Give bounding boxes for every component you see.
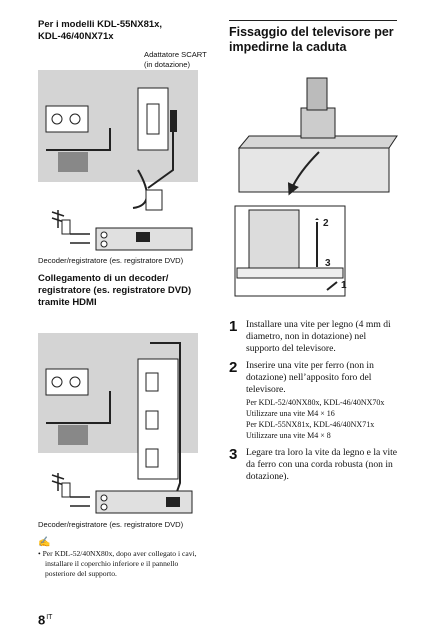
step-3-line: da ferro con una corda robusta (non in — [246, 459, 393, 471]
anti-tip-title-line2: impedirne la caduta — [229, 40, 347, 54]
scart-connection-illustration — [38, 70, 198, 254]
dvd-rf-cables-hdmi — [70, 496, 90, 507]
wall-outlet-icon — [61, 219, 71, 235]
scart-adapter — [170, 110, 177, 132]
page-number: 8IT — [38, 611, 52, 627]
anti-tip-title-line1: Fissaggio del televisore per — [229, 25, 394, 39]
hdmi-port-2 — [145, 410, 159, 430]
bullet-dot: • — [38, 549, 43, 558]
metal-screw — [315, 218, 319, 220]
callout-1: 1 — [341, 280, 347, 291]
step-2-line: televisore. — [246, 384, 286, 396]
hdmi-heading-line1: Collegamento di un decoder/ — [38, 273, 169, 284]
step-2-sub-line: Per KDL-52/40NX80x, KDL-46/40NX70x — [246, 397, 385, 407]
tv-neck — [306, 77, 328, 111]
dvd-jack-in — [100, 231, 108, 239]
hdmi-heading-line3: tramite HDMI — [38, 297, 97, 308]
note-icon: ✍ — [38, 537, 51, 548]
wood-screw — [326, 281, 338, 291]
hdmi-heading-line2: registratore (es. registratore DVD) — [38, 285, 192, 296]
scart-port — [146, 103, 160, 135]
hdmi-connection-illustration — [38, 333, 198, 517]
scart-cable — [147, 132, 174, 189]
step-2-text: Inserire una vite per ferro (non in dota… — [246, 360, 406, 441]
scart-heading-line2: KDL-46/40NX71x — [38, 31, 114, 42]
note-line3: posteriore del supporto. — [45, 568, 117, 578]
step-3-line: dotazione). — [246, 471, 289, 483]
antenna-jack-2 — [69, 113, 81, 125]
hdmi-port-3 — [145, 448, 159, 468]
scart-device-caption: Decoder/registratore (es. registratore D… — [38, 256, 184, 265]
hdmi-heading: Collegamento di un decoder/ registratore… — [38, 273, 191, 309]
anti-tip-title: Fissaggio del televisore per impedirne l… — [229, 25, 394, 55]
step-1-line: diametro, non in dotazione) nel — [246, 331, 367, 343]
step-3-line: Legare tra loro la vite da legno e la vi… — [246, 447, 398, 458]
step-2-line: Inserire una vite per ferro (non in — [246, 360, 374, 371]
page-number-value: 8 — [38, 612, 46, 628]
step-1-text: Installare una vite per legno (4 mm di d… — [246, 319, 406, 356]
step-2-line: dotazione) nell’apposito foro del — [246, 372, 372, 384]
callout-2: 2 — [323, 218, 329, 229]
scart-plug — [145, 189, 163, 211]
detail-tv-base — [248, 209, 300, 271]
tv-stand-body — [238, 147, 390, 193]
dvd-jack-out — [100, 240, 108, 248]
scart-diagram-svg — [38, 70, 198, 251]
note-bullet: • Per KDL-52/40NX80x, dopo aver collegat… — [38, 549, 208, 578]
scart-adapter-label: Adattatore SCART (in dotazione) — [144, 50, 207, 69]
step-3-text: Legare tra loro la vite da legno e la vi… — [246, 447, 406, 484]
anti-tip-illustration: 2 3 1 — [229, 72, 401, 308]
dvd-rf-cables — [70, 233, 90, 244]
antenna-cable-hdmi — [46, 391, 111, 424]
step-3-number: 3 — [229, 446, 238, 463]
dvd-jack-in-hdmi — [100, 494, 108, 502]
hdmi-diagram-svg — [38, 333, 198, 514]
detail-stand-surface — [236, 267, 344, 279]
dvd-jack-out-hdmi — [100, 503, 108, 511]
callout-3: 3 — [325, 258, 331, 269]
note-line2: installare il coperchio inferiore e il p… — [45, 558, 179, 568]
scart-adapter-label-line1: Adattatore SCART — [144, 50, 207, 59]
step-2-sub-line: Utilizzare una vite M4 × 8 — [246, 430, 331, 440]
dvd-hdmi-port — [166, 497, 180, 507]
hdmi-port-1 — [145, 372, 159, 392]
anti-tip-svg: 2 3 1 — [234, 77, 398, 297]
antenna-jack-box — [45, 105, 89, 133]
wall-outlet-icon-hdmi — [61, 482, 71, 498]
antenna-jack-hdmi-2 — [69, 376, 81, 388]
stand-joint-hdmi — [58, 425, 88, 445]
scart-heading-line1: Per i modelli KDL-55NX81x, — [38, 19, 163, 30]
language-code: IT — [46, 614, 53, 621]
step-2-sub-line: Per KDL-55NX81x, KDL-46/40NX71x — [246, 419, 375, 429]
note-line1: • Per KDL-52/40NX80x, dopo aver collegat… — [38, 549, 197, 558]
step-2-sub-line: Utilizzare una vite M4 × 16 — [246, 408, 335, 418]
dvd-recorder-box-hdmi — [95, 490, 193, 514]
antenna-jack-box-hdmi — [45, 368, 89, 396]
zoom-arrow — [287, 151, 320, 196]
step-2-number: 2 — [229, 359, 238, 376]
scart-adapter-label-line2: (in dotazione) — [144, 59, 191, 69]
tv-pedestal — [300, 107, 336, 139]
scart-heading: Per i modelli KDL-55NX81x, KDL-46/40NX71… — [38, 19, 162, 43]
step-1-line: supporto del televisore. — [246, 343, 336, 355]
step-1-number: 1 — [229, 318, 238, 335]
stand-joint — [58, 152, 88, 172]
antenna-cable-tv — [46, 128, 111, 151]
section-rule — [229, 20, 397, 21]
step-1-line: Installare una vite per legno (4 mm di — [246, 319, 391, 330]
dvd-scart-port — [136, 232, 150, 242]
hdmi-device-caption: Decoder/registratore (es. registratore D… — [38, 520, 184, 529]
av-port-panel — [137, 87, 169, 151]
antenna-jack-hdmi-1 — [51, 376, 63, 388]
antenna-jack-1 — [51, 113, 63, 125]
